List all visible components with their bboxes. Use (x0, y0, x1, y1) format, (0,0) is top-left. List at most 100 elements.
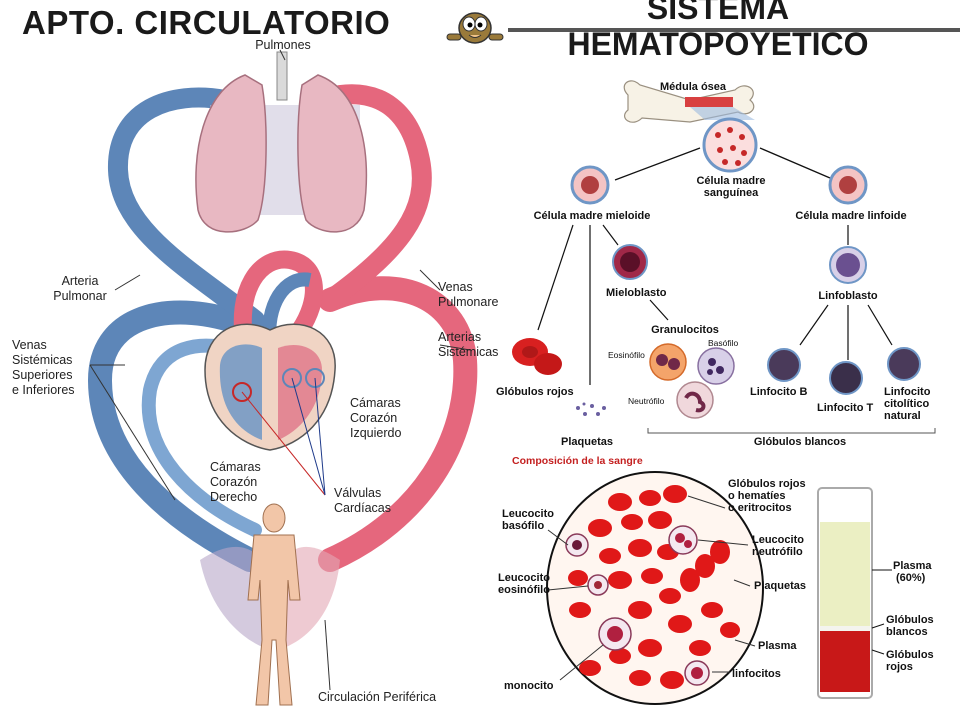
eosinophil-cell (649, 343, 687, 381)
pulmonary-artery-loop (107, 87, 265, 330)
label-pulmonary-artery: Arteria Pulmonar (40, 274, 120, 304)
label-systemic-veins-2: Sistémicas (12, 353, 73, 367)
label-smear-red-2: o hematíes (728, 490, 786, 502)
ptr-eosinophil (547, 585, 589, 591)
aortic-arch (233, 250, 323, 347)
label-left-chambers-1: Cámaras (350, 396, 401, 410)
platelet-cluster (576, 402, 606, 416)
label-red-cells: Glóbulos rojos (496, 386, 574, 398)
label-right-chambers-2: Corazón (210, 475, 258, 489)
left-lung (195, 74, 267, 233)
ptr-neutrophil (697, 539, 749, 546)
tube-ptr-white (871, 623, 885, 629)
lbl-line-periph (324, 619, 331, 691)
lbl-line-lungs (279, 49, 286, 61)
label-neutrophil: Neutrófilo (628, 396, 665, 406)
ptr-monocyte (559, 644, 604, 681)
label-nk-2: citolítico (884, 398, 930, 410)
label-t-lymphocyte: Linfocito T (817, 402, 874, 414)
label-white-cells: Glóbulos blancos (753, 436, 847, 448)
label-nk-1: Linfocito (884, 386, 931, 398)
label-smear-neutrophil: Leucocito neutrófilo (752, 534, 822, 558)
trachea (276, 51, 288, 101)
label-right-chambers: Cámaras Corazón Derecho (210, 460, 290, 505)
lbl-line-venas-pulm (419, 269, 441, 291)
heart-right-side (219, 344, 262, 440)
tube-plasma (820, 522, 870, 630)
label-smear-eosinophil-1: Leucocito (498, 572, 550, 584)
label-tube-plasma-2: (60%) (896, 572, 926, 584)
stem-cell-circle (702, 117, 758, 173)
label-pulmonary-artery-2: Pulmonar (53, 289, 107, 303)
valve-pointer-3 (314, 377, 326, 496)
label-pulmonary-veins: Venas Pulmonares (438, 280, 498, 310)
label-nk-3: natural (884, 410, 921, 422)
title-hematopoietic-line1: SISTEMA (646, 0, 790, 26)
nk-cell (887, 347, 921, 381)
label-myeloid: Célula madre mieloide (533, 210, 651, 222)
lbl-line-sist-2 (89, 364, 176, 501)
label-tube-red-1: Glóbulos (886, 649, 934, 661)
lbl-line-art-sist (439, 344, 471, 351)
label-smear-monocyte: monocito (504, 680, 554, 692)
label-smear-eosinophil-2: eosinófilo (498, 584, 550, 596)
ptr-plasma (734, 639, 756, 647)
valve-1 (232, 382, 252, 402)
label-systemic-arteries-2: Sistémicas (438, 345, 498, 359)
label-smear-neutrophil-2: neutrófilo (752, 546, 803, 558)
label-right-chambers-1: Cámaras (210, 460, 261, 474)
bone-marrow (685, 97, 733, 107)
label-tube-white-1: Glóbulos (886, 614, 934, 626)
red-cell-2 (534, 353, 562, 375)
basophil-cell (697, 347, 735, 385)
label-smear-red-3: o eritrocitos (728, 502, 792, 514)
label-systemic-veins: Venas Sistémicas Superiores e Inferiores (12, 338, 102, 398)
label-tube-plasma-1: Plasma (893, 560, 932, 572)
label-peripheral: Circulación Periférica (318, 690, 437, 704)
label-smear-eosinophil: Leucocito eosinófilo (498, 572, 568, 596)
label-nk: Linfocito citolítico natural (884, 386, 954, 422)
title-hematopoietic-line2: HEMATOPOYETICO (567, 26, 869, 62)
label-eosinophil: Eosinófilo (608, 350, 645, 360)
label-lymphoblast: Linfoblasto (818, 290, 878, 302)
title-circulatory: APTO. CIRCULATORIO (22, 4, 391, 41)
label-blood-composition-title: Composición de la sangre (512, 455, 643, 467)
label-b-lymphocyte: Linfocito B (750, 386, 808, 398)
valve-pointer-1 (241, 391, 326, 496)
arrow-to-red (537, 224, 574, 331)
label-pulmonary-artery-1: Arteria (61, 274, 99, 288)
arrow-to-granulocytes (649, 299, 669, 321)
tube-glass (817, 487, 873, 699)
label-lungs: Pulmones (255, 38, 311, 52)
label-myeloblast: Mieloblasto (606, 287, 667, 299)
label-valves-2: Cardíacas (334, 501, 391, 515)
label-platelets: Plaquetas (561, 436, 613, 448)
label-pulmonary-veins-1: Venas (438, 280, 473, 294)
label-systemic-arteries: Arterias Sistémicas (438, 330, 498, 360)
ptr-basophil (547, 529, 569, 546)
label-tube-plasma: Plasma (60%) (893, 560, 953, 584)
label-right-chambers-3: Derecho (210, 490, 258, 504)
valve-pointer-2 (291, 377, 326, 496)
valve-3 (305, 368, 325, 388)
stem-cell-dots (715, 127, 747, 166)
marrow-zoom (690, 107, 755, 120)
label-left-chambers-2: Corazón (350, 411, 398, 425)
label-systemic-arteries-1: Arterias (438, 330, 482, 344)
label-stem-cell: Célula madre sanguínea (686, 175, 776, 199)
title-hematopoietic: SISTEMA HEMATOPOYETICO (548, 0, 888, 62)
label-valves: Válvulas Cardíacas (334, 486, 414, 516)
label-smear-lymphocytes: linfocitos (732, 668, 781, 680)
valve-2 (282, 368, 302, 388)
lbl-line-art-pulm (114, 274, 141, 291)
label-tube-white-2: blancos (886, 626, 928, 638)
tube-ptr-red (871, 649, 885, 655)
b-lymphocyte-cell (767, 348, 801, 382)
label-valves-1: Válvulas (334, 486, 382, 500)
right-lung (297, 74, 367, 233)
tube-red-layer (820, 630, 870, 692)
label-stem-cell-2: sanguínea (703, 187, 759, 199)
label-systemic-veins-1: Venas (12, 338, 47, 352)
